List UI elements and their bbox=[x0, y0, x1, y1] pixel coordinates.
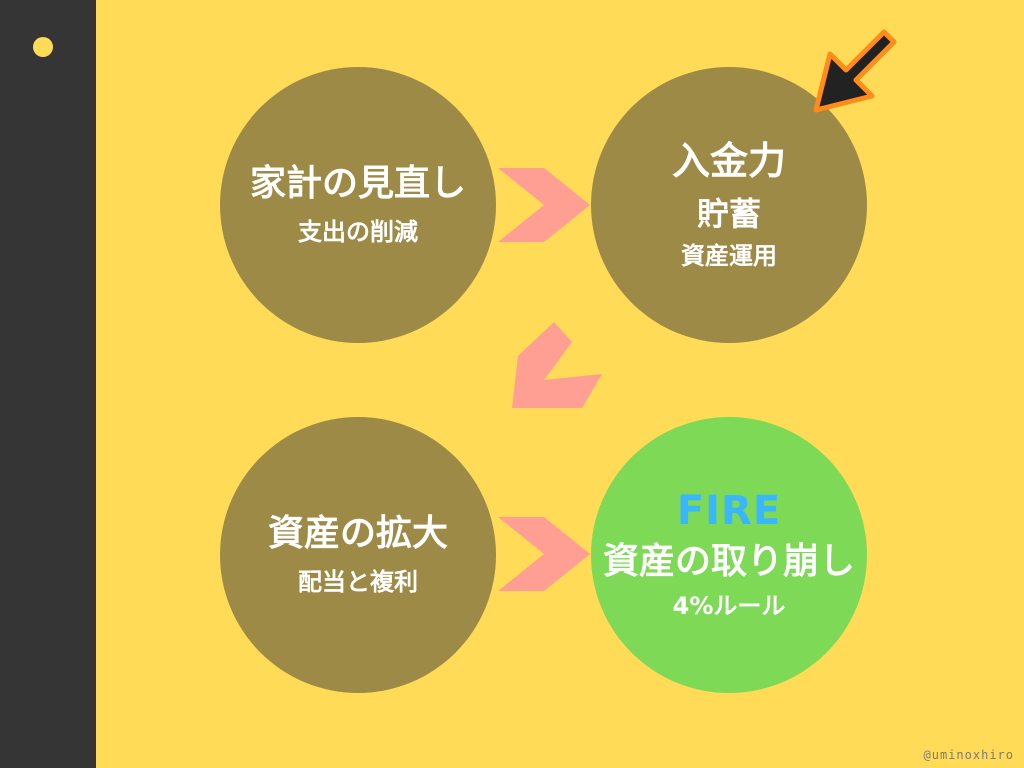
sidebar bbox=[0, 0, 96, 768]
pointer-arrow-icon bbox=[813, 29, 897, 113]
step-title: 貯蓄 bbox=[696, 195, 761, 233]
step-circle-savings: 入金力 貯蓄 資産運用 bbox=[591, 67, 867, 343]
step-circle-asset-expansion: 資産の拡大 配当と複利 bbox=[220, 417, 496, 693]
chevron-down-left-icon bbox=[512, 322, 602, 408]
step-title: 資産の拡大 bbox=[267, 513, 448, 554]
step-title: 家計の見直し bbox=[249, 163, 466, 204]
step-subtitle: 配当と複利 bbox=[298, 568, 418, 596]
chevron-right-icon bbox=[498, 168, 590, 242]
step-circle-fire: FIRE 資産の取り崩し 4%ルール bbox=[591, 417, 867, 693]
step-heading: 入金力 bbox=[671, 139, 786, 183]
step-subtitle: 資産運用 bbox=[681, 242, 777, 270]
dot-icon bbox=[33, 37, 53, 57]
step-subtitle: 4%ルール bbox=[672, 592, 786, 620]
fire-heading: FIRE bbox=[676, 488, 782, 534]
watermark: @uminoxhiro bbox=[923, 748, 1014, 762]
step-circle-household-review: 家計の見直し 支出の削減 bbox=[220, 67, 496, 343]
chevron-right-icon bbox=[498, 517, 590, 591]
step-subtitle: 支出の削減 bbox=[298, 218, 418, 246]
step-title: 資産の取り崩し bbox=[602, 541, 855, 582]
